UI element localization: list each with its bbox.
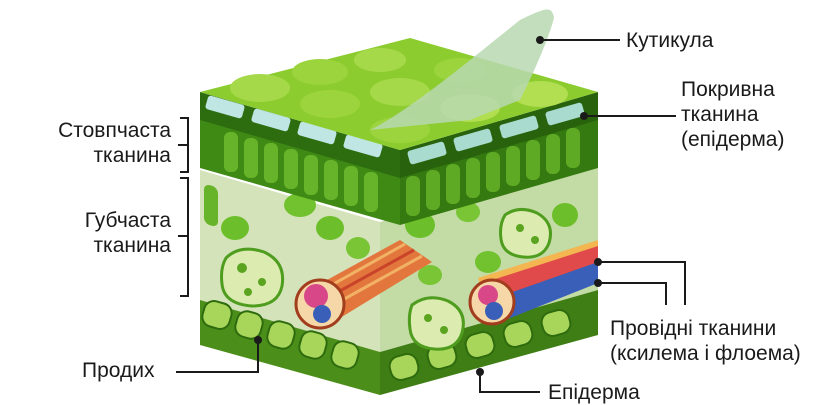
cuticle-label: Кутикула [626,28,713,53]
spongy-label: Губчаста тканина [5,208,171,258]
epidermis-top-label: Покривна тканина (епідерма) [681,77,784,152]
palisade-label: Стовпчаста тканина [5,118,171,168]
stoma-label: Продих [82,358,154,383]
epidermis-bottom-leader [480,372,540,392]
epidermis-bottom-label: Епідерма [548,380,640,405]
vascular-leader-2 [598,283,666,305]
vascular-label: Провідні тканини (ксилема і флоема) [610,316,801,366]
